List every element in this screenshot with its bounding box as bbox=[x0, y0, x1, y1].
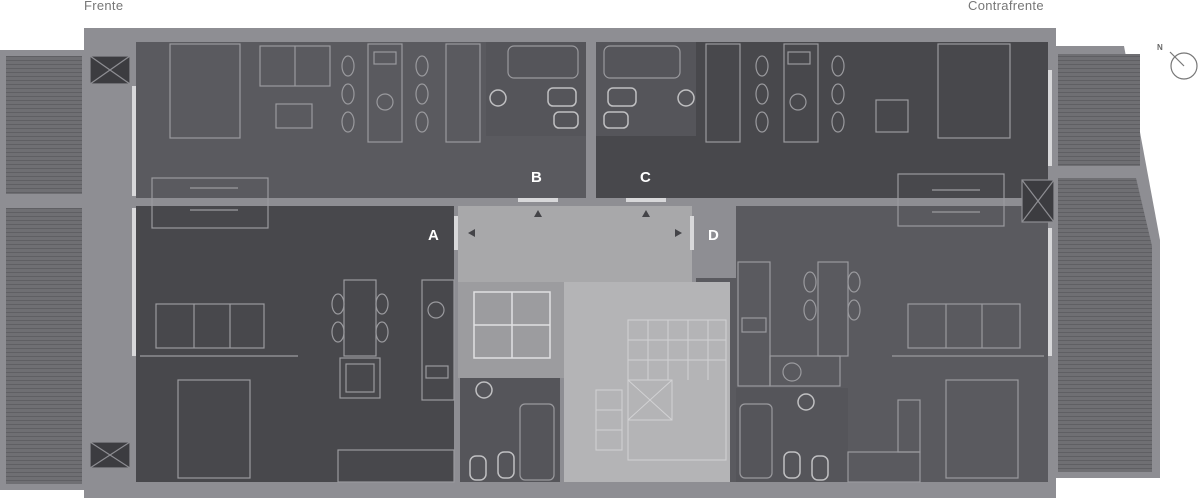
north-compass-icon: N bbox=[1157, 43, 1198, 80]
balcony-front bbox=[0, 50, 86, 490]
furniture bbox=[140, 43, 1044, 483]
bathrooms-top bbox=[486, 42, 696, 136]
entry-arrows bbox=[468, 210, 682, 237]
unit-label-a: A bbox=[428, 227, 439, 244]
unit-a-area bbox=[136, 206, 454, 482]
entry-doors bbox=[132, 70, 1052, 356]
unit-label-d: D bbox=[708, 227, 719, 244]
hall bbox=[458, 206, 692, 282]
lift-area bbox=[458, 282, 564, 378]
back-label: Contrafrente bbox=[968, 0, 1044, 13]
chairs bbox=[331, 55, 861, 343]
bathrooms-bottom bbox=[460, 378, 848, 482]
elevator bbox=[473, 291, 551, 359]
unit-label-b: B bbox=[531, 169, 542, 186]
stair-area bbox=[564, 282, 730, 482]
unit-label-c: C bbox=[640, 169, 651, 186]
north-label: N bbox=[1157, 43, 1163, 52]
stair-lines bbox=[595, 319, 727, 461]
balcony-back bbox=[1054, 46, 1160, 478]
front-label: Frente bbox=[84, 0, 124, 13]
shafts bbox=[89, 55, 1055, 469]
